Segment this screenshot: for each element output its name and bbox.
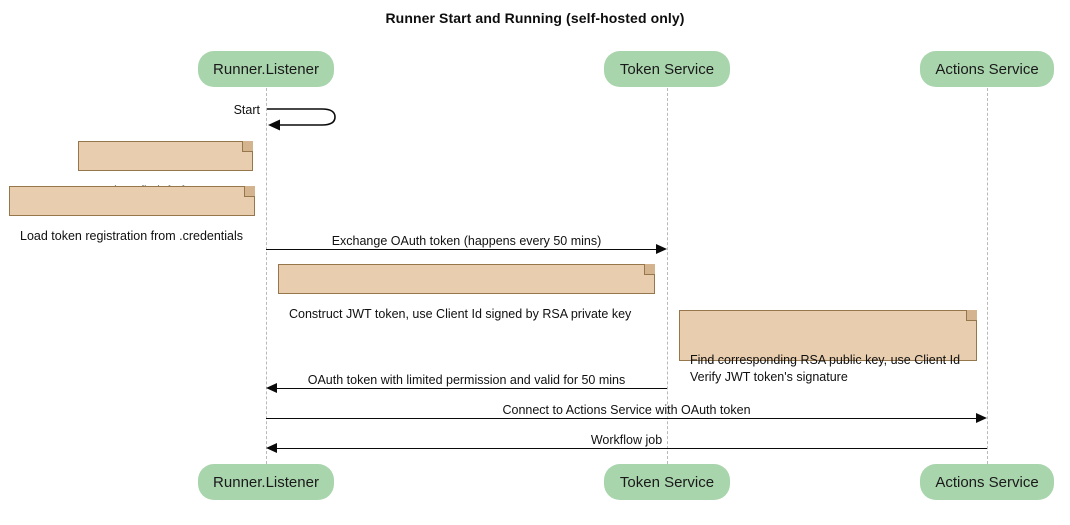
message-line-exchange-oauth — [266, 249, 656, 250]
arrowhead-workflow-job — [266, 442, 277, 453]
lifeline-actions — [987, 88, 988, 464]
note-verify-jwt: Find corresponding RSA public key, use C… — [679, 310, 977, 384]
arrowhead-exchange-oauth — [656, 243, 667, 254]
participant-label: Actions Service — [935, 473, 1039, 491]
participant-label: Token Service — [619, 473, 715, 491]
note-fold-corner-icon — [644, 264, 655, 275]
message-label-oauth-return: OAuth token with limited permission and … — [307, 373, 626, 387]
participant-label: Actions Service — [935, 60, 1039, 78]
message-label-start: Start — [233, 103, 260, 117]
message-label-workflow-job: Workflow job — [590, 433, 663, 447]
diagram-title: Runner Start and Running (self-hosted on… — [385, 10, 685, 26]
participant-label: Runner.Listener — [213, 473, 319, 491]
participant-label: Token Service — [619, 60, 715, 78]
participant-actions-service-bottom[interactable]: Actions Service — [920, 464, 1054, 500]
participant-runner-listener-bottom[interactable]: Runner.Listener — [198, 464, 334, 500]
lifeline-token — [667, 88, 668, 464]
self-message-start — [266, 103, 346, 138]
message-line-connect-actions — [266, 418, 976, 419]
arrowhead-connect-actions — [976, 412, 987, 423]
note-fold-corner-icon — [242, 141, 253, 152]
note-text: Construct JWT token, use Client Id signe… — [289, 307, 632, 321]
note-text: Load token registration from .credential… — [20, 229, 244, 243]
message-line-workflow-job — [277, 448, 987, 449]
message-label-connect-actions: Connect to Actions Service with OAuth to… — [502, 403, 751, 417]
participant-runner-listener-top[interactable]: Runner.Listener — [198, 51, 334, 87]
message-label-exchange-oauth: Exchange OAuth token (happens every 50 m… — [331, 234, 602, 248]
note-fold-corner-icon — [966, 310, 977, 321]
note-load-token-registration: Load token registration from .credential… — [9, 186, 255, 243]
note-fold-corner-icon — [244, 186, 255, 197]
lifeline-runner — [266, 88, 267, 464]
message-line-oauth-return — [277, 388, 667, 389]
self-loop-arrow-icon — [267, 108, 336, 131]
note-text: Find corresponding RSA public key, use C… — [690, 353, 961, 384]
participant-token-service-bottom[interactable]: Token Service — [604, 464, 730, 500]
arrowhead-oauth-return — [266, 382, 277, 393]
participant-token-service-top[interactable]: Token Service — [604, 51, 730, 87]
note-load-config: Load config info from .runner — [78, 141, 253, 215]
participant-label: Runner.Listener — [213, 60, 319, 78]
note-construct-jwt: Construct JWT token, use Client Id signe… — [278, 264, 655, 321]
participant-actions-service-top[interactable]: Actions Service — [920, 51, 1054, 87]
